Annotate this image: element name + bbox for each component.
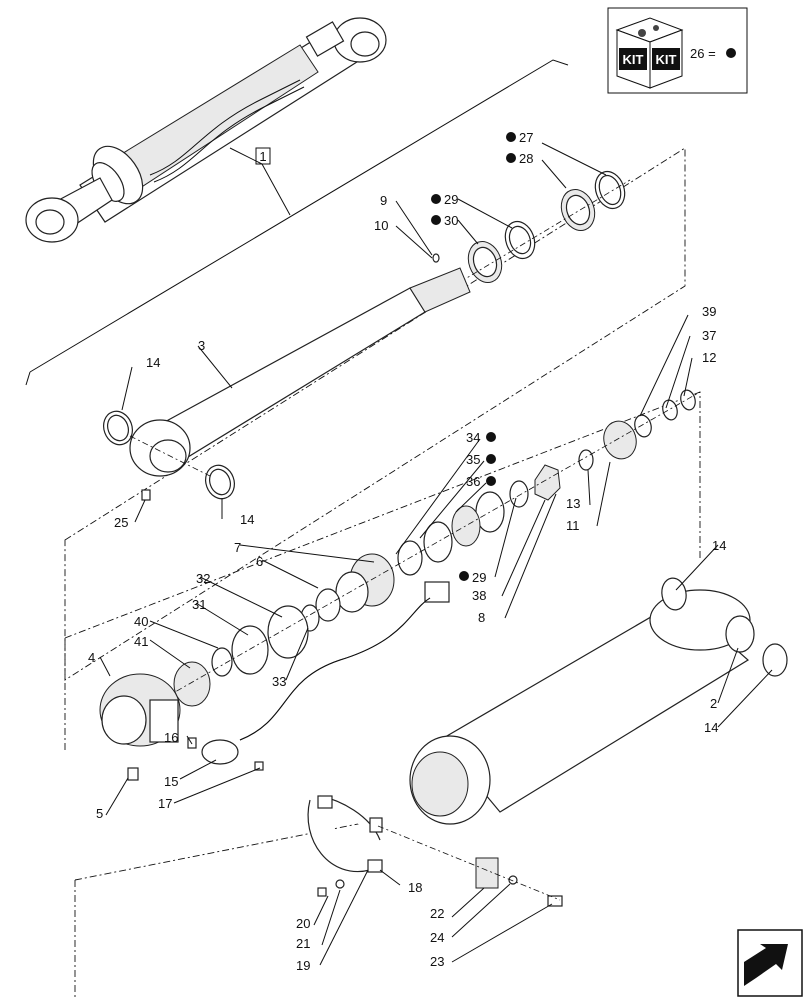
label-19: 19 bbox=[296, 958, 310, 973]
kit-legend-text: 26 = bbox=[690, 46, 716, 61]
cylinder-tube bbox=[409, 577, 788, 825]
clamp bbox=[307, 795, 563, 907]
label-12: 12 bbox=[702, 350, 716, 365]
label-36: 36 bbox=[466, 474, 480, 489]
label-32: 32 bbox=[196, 571, 210, 586]
label-14-rod: 14 bbox=[146, 355, 160, 370]
label-29-top: 29 bbox=[444, 192, 458, 207]
label-8: 8 bbox=[478, 610, 485, 625]
label-14-tube: 14 bbox=[712, 538, 726, 553]
rod-seals bbox=[467, 170, 626, 283]
label-25: 25 bbox=[114, 515, 128, 530]
leader-lines bbox=[99, 142, 773, 966]
group-frame-rod bbox=[64, 147, 686, 681]
label-22: 22 bbox=[430, 906, 444, 921]
label-9: 9 bbox=[380, 193, 387, 208]
label-18: 18 bbox=[408, 880, 422, 895]
label-21: 21 bbox=[296, 936, 310, 951]
label-23: 23 bbox=[430, 954, 444, 969]
label-7: 7 bbox=[234, 540, 241, 555]
label-3: 3 bbox=[198, 338, 205, 353]
label-13: 13 bbox=[566, 496, 580, 511]
label-35: 35 bbox=[466, 452, 480, 467]
label-34: 34 bbox=[466, 430, 480, 445]
label-24: 24 bbox=[430, 930, 444, 945]
label-41: 41 bbox=[134, 634, 148, 649]
pipe-assembly bbox=[201, 581, 450, 771]
label-31: 31 bbox=[192, 597, 206, 612]
label-38: 38 bbox=[472, 588, 486, 603]
kit-box-icon: KIT KIT bbox=[615, 17, 684, 89]
label-29-piston: 29 bbox=[472, 570, 486, 585]
label-14-rod-end: 14 bbox=[240, 512, 254, 527]
next-page-arrow-icon[interactable] bbox=[737, 929, 803, 997]
label-1: 1 bbox=[259, 149, 266, 164]
piston-seals bbox=[173, 389, 696, 707]
label-28: 28 bbox=[519, 151, 533, 166]
label-27: 27 bbox=[519, 130, 533, 145]
kit-bullet-icon bbox=[726, 48, 736, 58]
assembled-cylinder bbox=[25, 17, 387, 243]
label-6: 6 bbox=[256, 554, 263, 569]
label-39: 39 bbox=[702, 304, 716, 319]
label-16: 16 bbox=[164, 730, 178, 745]
kit-label-left: KIT bbox=[623, 52, 644, 67]
label-14-tube-end: 14 bbox=[704, 720, 718, 735]
label-2: 2 bbox=[710, 696, 717, 711]
assembly-callout-box bbox=[255, 147, 271, 165]
boundary-line-top bbox=[29, 59, 569, 373]
label-15: 15 bbox=[164, 774, 178, 789]
cylinder-head bbox=[99, 673, 197, 781]
kit-label-right: KIT bbox=[656, 52, 677, 67]
kit-bullets bbox=[431, 132, 516, 581]
kit-legend-box: KIT KIT 26 = bbox=[607, 7, 748, 94]
label-20: 20 bbox=[296, 916, 310, 931]
label-4: 4 bbox=[88, 650, 95, 665]
label-37: 37 bbox=[702, 328, 716, 343]
label-30: 30 bbox=[444, 213, 458, 228]
callout-labels: 27 28 29 30 9 10 3 14 14 25 39 37 12 13 … bbox=[88, 130, 726, 973]
label-40: 40 bbox=[134, 614, 148, 629]
label-33: 33 bbox=[272, 674, 286, 689]
label-11: 11 bbox=[566, 518, 580, 533]
label-17: 17 bbox=[158, 796, 172, 811]
piston-rod bbox=[103, 253, 471, 501]
label-10: 10 bbox=[374, 218, 388, 233]
label-5: 5 bbox=[96, 806, 103, 821]
